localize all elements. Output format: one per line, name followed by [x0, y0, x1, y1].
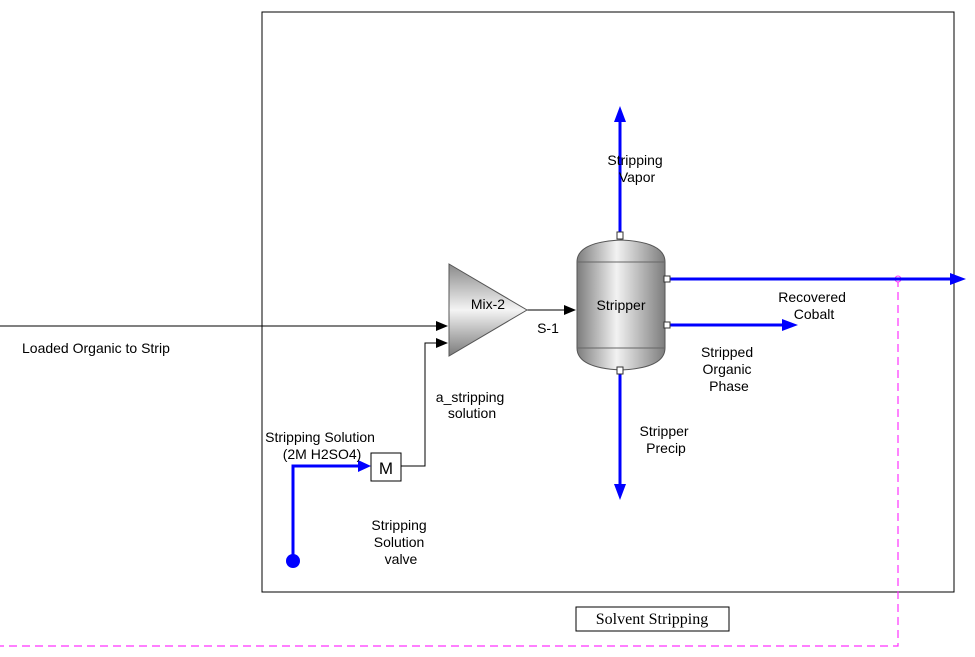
vessel-side-nozzle-bottom — [663, 321, 671, 329]
a-stripping-solution-stream[interactable] — [401, 338, 448, 467]
section-title-box: Solvent Stripping — [575, 606, 730, 632]
vessel-bottom-nozzle — [616, 366, 624, 375]
vessel-top-nozzle — [616, 231, 624, 240]
s1-label: S-1 — [537, 320, 559, 336]
stripper-vessel[interactable]: Stripper — [576, 231, 671, 375]
stripped-organic-stream[interactable] — [667, 319, 798, 331]
stripping-vapor-label: Stripping Vapor — [607, 152, 666, 185]
stripping-solution-valve[interactable]: M — [370, 452, 402, 482]
signal-line[interactable] — [0, 279, 899, 647]
s1-stream[interactable] — [527, 305, 576, 315]
valve-label: M — [379, 459, 393, 478]
section-title: Solvent Stripping — [596, 611, 708, 628]
loaded-organic-label: Loaded Organic to Strip — [22, 340, 170, 356]
stripper-label: Stripper — [596, 297, 645, 313]
recovered-cobalt-label: Recovered Cobalt — [778, 289, 850, 322]
stripper-precip-label: Stripper Precip — [640, 423, 693, 456]
stripper-precip-stream[interactable] — [614, 372, 626, 500]
vessel-side-nozzle-top — [663, 275, 671, 283]
stripping-solution-label: Stripping Solution (2M H2SO4) — [265, 429, 379, 462]
stripped-organic-label: Stripped Organic Phase — [701, 344, 757, 394]
stripping-solution-feed-stream[interactable] — [286, 460, 371, 568]
a-stripping-label: a_stripping solution — [436, 389, 508, 421]
stripping-valve-label: Stripping Solution valve — [371, 517, 430, 567]
stripping-vapor-stream[interactable] — [614, 106, 626, 232]
recovered-cobalt-stream[interactable] — [667, 273, 966, 285]
loaded-organic-stream[interactable] — [0, 321, 448, 331]
mixer-label: Mix-2 — [471, 296, 505, 312]
mixer-unit[interactable]: Mix-2 — [448, 263, 528, 357]
feed-source-dot — [286, 554, 300, 568]
section-frame — [261, 11, 955, 593]
